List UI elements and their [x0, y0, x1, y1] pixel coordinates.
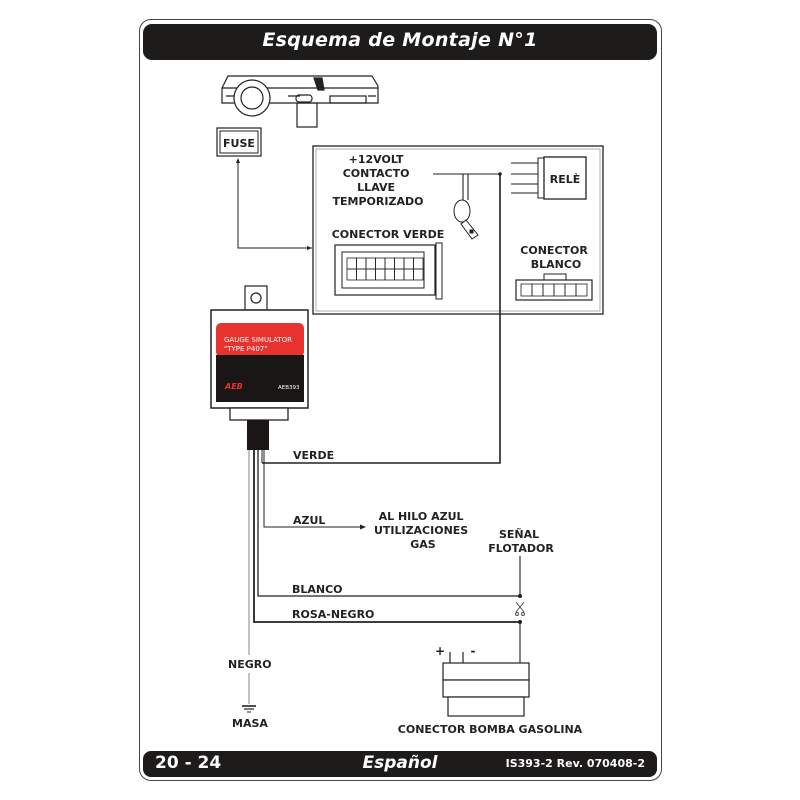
- green-connector-pin: [413, 257, 424, 270]
- white-connector-pin: [542, 283, 555, 297]
- float-signal-label: SEÑAL FLOTADOR: [488, 528, 554, 555]
- azul-destination-label: AL HILO AZUL UTILIZACIONES GAS: [374, 510, 472, 551]
- page-range: 20 - 24: [155, 753, 222, 773]
- white-connector-pin: [520, 283, 533, 297]
- green-connector-label: CONECTOR VERDE: [332, 228, 445, 241]
- green-connector-pin: [365, 268, 376, 281]
- green-connector-pin: [346, 268, 357, 281]
- green-connector-pin: [413, 268, 424, 281]
- wire-azul: [263, 450, 360, 528]
- green-connector-pin: [403, 268, 414, 281]
- wire-label-azul: AZUL: [293, 514, 325, 527]
- fuse-label: FUSE: [223, 137, 255, 150]
- green-connector-pin: [394, 257, 405, 270]
- cut-wire-scissors-icon: [515, 601, 525, 616]
- wire-verde: [262, 174, 501, 464]
- module-type: "TYPE P407": [224, 345, 267, 353]
- pump-plus-label: +: [435, 644, 445, 658]
- revision-label: IS393-2 Rev. 070408-2: [505, 757, 645, 770]
- page-title: Esquema de Montaje N°1: [262, 29, 538, 51]
- pump-minus-label: -: [471, 644, 476, 658]
- footer-bar: 20 - 24 Español IS393-2 Rev. 070408-2: [143, 751, 657, 777]
- pump-connector-label: CONECTOR BOMBA GASOLINA: [398, 723, 583, 736]
- white-connector-pin: [531, 283, 544, 297]
- module-name: GAUGE SIMULATOR: [224, 336, 292, 344]
- ignition-key-icon: [453, 199, 479, 240]
- title-bar: Esquema de Montaje N°1: [143, 24, 657, 60]
- green-connector-pin: [375, 268, 386, 281]
- green-connector-pin: [356, 257, 367, 270]
- wire-rosa-negro: [253, 450, 519, 623]
- fuse-box: FUSE: [216, 127, 262, 157]
- green-connector-pin: [365, 257, 376, 270]
- wire-label-negro: NEGRO: [228, 658, 272, 671]
- ground-icon: [242, 705, 256, 713]
- white-connector-pin: [553, 283, 566, 297]
- gauge-simulator-module: GAUGE SIMULATOR "TYPE P407" AEB AEB393: [210, 285, 309, 450]
- wire-label-blanco: BLANCO: [292, 583, 343, 596]
- green-connector-pin: [356, 268, 367, 281]
- module-model: AEB393: [278, 385, 300, 391]
- dashboard-icon: [221, 75, 379, 128]
- green-connector-pin: [384, 257, 395, 270]
- green-connector-pin: [384, 268, 395, 281]
- green-connector-pin: [403, 257, 414, 270]
- wire-blanco: [257, 450, 519, 597]
- wire-label-verde: VERDE: [293, 449, 334, 462]
- page-frame: [139, 19, 662, 781]
- white-connector-pin: [575, 283, 588, 297]
- fuel-pump-connector: [442, 652, 530, 717]
- green-connector-pin: [346, 257, 357, 270]
- white-connector-pin: [564, 283, 577, 297]
- white-connector: [515, 273, 593, 301]
- relay-label: RELÈ: [550, 173, 581, 186]
- green-connector-pin: [375, 257, 386, 270]
- vehicle-harness-box: [312, 145, 604, 315]
- module-brand-logo: AEB: [224, 382, 243, 391]
- white-connector-label: CONECTOR BLANCO: [520, 244, 591, 271]
- green-connector: [334, 242, 443, 300]
- wire-label-rosa-negro: ROSA-NEGRO: [292, 608, 374, 621]
- ground-label: MASA: [232, 717, 268, 730]
- green-connector-pin: [394, 268, 405, 281]
- relay: RELÈ: [543, 156, 587, 200]
- power-label: +12VOLT CONTACTO LLAVE TEMPORIZADO: [333, 153, 424, 208]
